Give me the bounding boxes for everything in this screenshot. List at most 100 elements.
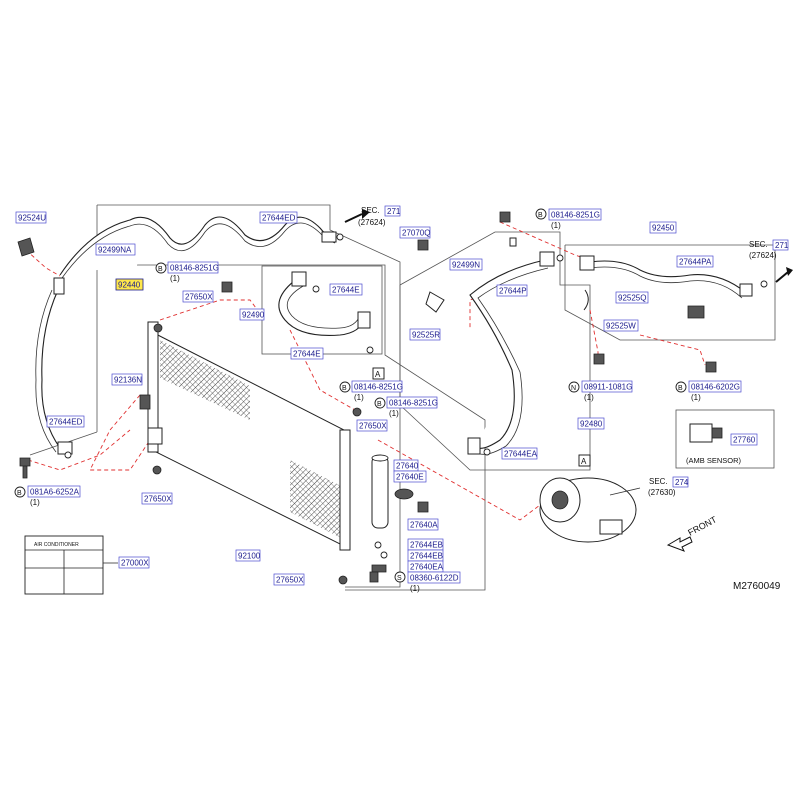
callout-08146-8251G-a[interactable]: B 08146-8251G (1) [155,261,219,283]
right-pipe-frame [564,244,776,341]
callout-27644ED-left[interactable]: 27644ED [46,415,85,428]
callout-08146-6202G[interactable]: B 08146-6202G (1) [675,380,742,402]
callout-27640EA[interactable]: 27640EA [407,560,444,573]
sec-ref-271-top[interactable]: SEC. 271 (27624) [358,205,401,227]
sec-ref-274[interactable]: SEC. 274 (27630) [648,476,689,497]
callout-27650X-a[interactable]: 27650X [182,290,214,303]
svg-text:27070Q: 27070Q [402,229,430,238]
callout-92480[interactable]: 92480 [577,417,605,430]
bolt [221,281,233,293]
callout-08146-8251G-c[interactable]: B 08146-8251G (1) [374,396,438,418]
callout-08146-8251G-b[interactable]: B 08146-8251G (1) [339,380,403,402]
svg-text:27650X: 27650X [276,576,304,585]
condenser-tank-right [339,429,351,551]
svg-text:27644E: 27644E [293,350,321,359]
hose-fitting [539,251,555,267]
callout-27640[interactable]: 27640 [393,459,419,472]
svg-text:SEC.: SEC. [649,477,668,486]
svg-text:92490: 92490 [242,311,265,320]
svg-text:92440: 92440 [118,281,141,290]
svg-text:92525Q: 92525Q [618,294,646,303]
svg-text:B: B [678,385,683,392]
callout-27644EB-b[interactable]: 27644EB [407,549,444,562]
svg-text:08911-1081G: 08911-1081G [584,383,632,392]
callout-92440-highlighted[interactable]: 92440 [115,278,144,291]
clamp-92525Q [583,289,589,311]
callout-92524U[interactable]: 92524U [15,211,47,224]
bolt [499,211,511,223]
svg-text:(1): (1) [389,409,399,418]
svg-text:92499N: 92499N [452,261,480,270]
callout-92499NA[interactable]: 92499NA [95,243,136,256]
callout-27000X[interactable]: 27000X [118,556,150,569]
callout-27644EA[interactable]: 27644EA [501,447,538,460]
nut-08911 [593,353,605,365]
svg-text:92525R: 92525R [412,331,440,340]
callout-27644ED-top[interactable]: 27644ED [259,211,298,224]
front-label: FRONT [686,514,719,538]
callout-27640A[interactable]: 27640A [407,518,439,531]
svg-text:081A6-6252A: 081A6-6252A [30,488,80,497]
callout-27644E-b[interactable]: 27644E [290,347,324,360]
callout-27644EB-a[interactable]: 27644EB [407,538,444,551]
callout-08146-8251G-d[interactable]: B 08146-8251G (1) [535,208,602,230]
callout-27644PA[interactable]: 27644PA [676,255,714,268]
callout-92136N[interactable]: 92136N [111,373,143,386]
sec-ref-271-right[interactable]: SEC. 271 (27624) [749,239,789,260]
svg-text:(1): (1) [170,274,180,283]
callout-27650X-d[interactable]: 27650X [273,573,305,586]
callout-27644E-a[interactable]: 27644E [329,283,363,296]
bolt-08360 [369,571,379,583]
svg-text:(27630): (27630) [648,488,676,497]
pipe-fitting [739,283,753,297]
callout-27644P[interactable]: 27644P [496,284,528,297]
svg-text:08146-6202G: 08146-6202G [691,383,740,392]
svg-text:27650X: 27650X [144,495,172,504]
callout-27760[interactable]: 27760 [730,433,758,446]
front-arrow-icon [666,536,693,552]
svg-text:92524U: 92524U [18,214,46,223]
leader [89,394,151,471]
pin [509,237,517,247]
condenser-frame [137,264,486,591]
bracket [147,427,163,445]
svg-text:27644P: 27644P [499,287,527,296]
arrow-line [344,213,363,223]
callout-92525R[interactable]: 92525R [409,328,441,341]
callout-92100[interactable]: 92100 [235,549,261,562]
callout-92490[interactable]: 92490 [239,308,265,321]
svg-text:08146-8251G: 08146-8251G [551,211,600,220]
o-ring [336,233,344,241]
svg-text:(1): (1) [584,393,594,402]
o-ring [380,551,388,559]
cap-27640E [394,488,414,500]
callout-08360-6122D[interactable]: S 08360-6122D (1) [394,571,461,593]
svg-text:27644ED: 27644ED [49,418,83,427]
callout-92450[interactable]: 92450 [649,221,677,234]
svg-text:92525W: 92525W [606,322,636,331]
callout-081A6-6252A[interactable]: B 081A6-6252A (1) [14,485,81,507]
svg-text:(27624): (27624) [749,251,777,260]
callout-27650X-c[interactable]: 27650X [141,492,173,505]
svg-text:27760: 27760 [733,436,756,445]
svg-text:(1): (1) [30,498,40,507]
callout-92499N[interactable]: 92499N [449,258,483,271]
hose-92490 [278,277,366,336]
mount-27650X [338,575,348,585]
callout-27650X-b[interactable]: 27650X [356,419,388,432]
callout-92525Q[interactable]: 92525Q [615,291,649,304]
receiver-27640 [371,455,389,529]
clip-27070Q [417,239,429,251]
mount-27650X [352,407,362,417]
bolt-08146 [705,361,717,373]
callout-27070Q[interactable]: 27070Q [399,226,430,239]
ac-label-text: AIR CONDITIONER [34,542,79,548]
callout-08911-1081G[interactable]: N 08911-1081G (1) [568,380,633,402]
callout-27640E[interactable]: 27640E [393,470,427,483]
leader [289,329,356,411]
callout-92525W[interactable]: 92525W [603,319,639,332]
clip-92524U [17,237,35,257]
hose-fitting [291,271,307,287]
amb-sensor-label: (AMB SENSOR) [686,456,742,465]
